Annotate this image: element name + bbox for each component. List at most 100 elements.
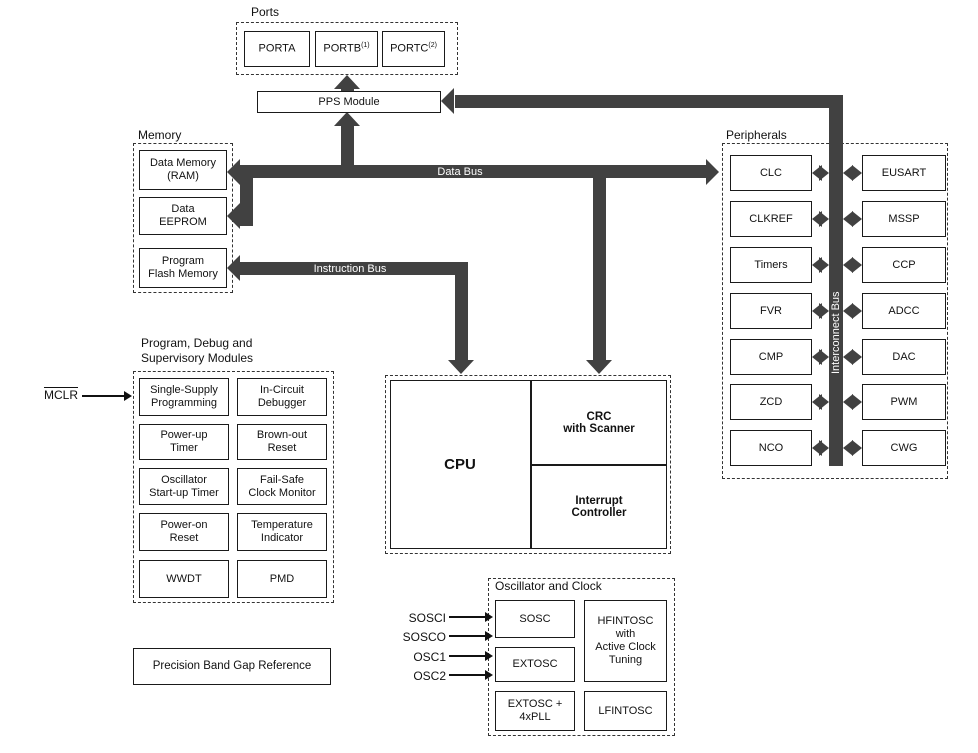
- interconnect-arrow-icon: [843, 257, 862, 273]
- mclr-label: MCLR: [43, 388, 78, 402]
- ram-arrow-icon: [227, 159, 240, 185]
- interrupt-controller-label: Interrupt Controller: [571, 495, 627, 519]
- block-portc: PORTC(2): [382, 31, 445, 67]
- portb-label: PORTB(1): [323, 42, 370, 55]
- data-bus-line: [240, 165, 706, 178]
- interconnect-arrow-icon: [843, 440, 862, 456]
- top-bus-line: [455, 95, 843, 108]
- sosci-arrow-icon: [485, 612, 493, 622]
- interconnect-arrow-icon: [812, 394, 829, 410]
- interconnect-arrow-icon: [812, 303, 829, 319]
- block-power-up-timer: Power-up Timer: [139, 424, 229, 460]
- data-bus-arrow-right-icon: [706, 159, 719, 185]
- block-cwg: CWG: [862, 430, 946, 466]
- oscillator-group-label: Oscillator and Clock: [493, 579, 604, 594]
- eeprom-arrow-icon: [227, 203, 240, 229]
- porta-label: PORTA: [258, 42, 296, 55]
- block-sosc: SOSC: [495, 600, 575, 638]
- interconnect-bus-label: Interconnect Bus: [830, 291, 842, 374]
- pps-arrow-up-icon: [334, 112, 360, 126]
- interconnect-arrow-icon: [812, 165, 829, 181]
- block-porta: PORTA: [244, 31, 310, 67]
- interconnect-arrow-icon: [812, 440, 829, 456]
- block-clkref: CLKREF: [730, 201, 812, 237]
- interconnect-arrow-icon: [812, 349, 829, 365]
- debug-group-label: Program, Debug and Supervisory Modules: [139, 336, 256, 366]
- block-oscillator-start-up-timer: Oscillator Start-up Timer: [139, 468, 229, 505]
- block-dac: DAC: [862, 339, 946, 375]
- data-bus-label: Data Bus: [437, 165, 483, 178]
- memory-group-label: Memory: [136, 128, 184, 143]
- interconnect-bus-line: [829, 95, 843, 466]
- block-mssp: MSSP: [862, 201, 946, 237]
- osc1-label: OSC1: [413, 650, 446, 664]
- osc2-label: OSC2: [413, 669, 446, 683]
- osc1-arrow-icon: [485, 651, 493, 661]
- sosci-line: [449, 616, 485, 618]
- osc2-arrow-icon: [485, 670, 493, 680]
- block-fail-safe-clock-monitor: Fail-Safe Clock Monitor: [237, 468, 327, 505]
- osc2-line: [449, 674, 485, 676]
- pps-branch-line: [341, 126, 354, 165]
- instruction-bus-label: Instruction Bus: [313, 262, 387, 275]
- block-adcc: ADCC: [862, 293, 946, 329]
- block-data-eeprom: Data EEPROM: [139, 197, 227, 235]
- interconnect-arrow-icon: [843, 211, 862, 227]
- interconnect-arrow-icon: [843, 394, 862, 410]
- ports-group: [236, 22, 458, 75]
- crc-scanner-label: CRC with Scanner: [563, 410, 635, 435]
- mclr-arrow-icon: [124, 391, 132, 401]
- flash-arrow-icon: [227, 255, 240, 281]
- block-portb: PORTB(1): [315, 31, 378, 67]
- crc-branch-line: [593, 178, 606, 360]
- block-band-gap-reference: Precision Band Gap Reference: [133, 648, 331, 685]
- crc-arrow-down-icon: [586, 360, 612, 374]
- sosco-arrow-icon: [485, 631, 493, 641]
- portc-label: PORTC(2): [390, 42, 437, 55]
- block-timers: Timers: [730, 247, 812, 283]
- block-pmd: PMD: [237, 560, 327, 598]
- cpu-group: [385, 375, 671, 554]
- block-pps-module: PPS Module: [257, 91, 441, 113]
- peripherals-group-label: Peripherals: [724, 128, 789, 143]
- block-data-memory-ram: Data Memory (RAM): [139, 150, 227, 190]
- mclr-line: [82, 395, 124, 397]
- memory-branch-line: [240, 165, 253, 226]
- cpu-horizontal-divider: [530, 464, 667, 466]
- block-single-supply-programming: Single-Supply Programming: [139, 378, 229, 416]
- sosco-label: SOSCO: [402, 630, 446, 644]
- block-program-flash: Program Flash Memory: [139, 248, 227, 288]
- block-hfintosc: HFINTOSC with Active Clock Tuning: [584, 600, 667, 682]
- block-pwm: PWM: [862, 384, 946, 420]
- interconnect-arrow-icon: [843, 349, 862, 365]
- sosci-label: SOSCI: [408, 611, 446, 625]
- debug-group: [133, 371, 334, 603]
- cpu-arrow-down-icon: [448, 360, 474, 374]
- interconnect-arrow-icon: [812, 211, 829, 227]
- block-wwdt: WWDT: [139, 560, 229, 598]
- block-nco: NCO: [730, 430, 812, 466]
- ports-arrow-up-icon: [334, 75, 360, 89]
- instruction-bus-line: [240, 262, 468, 275]
- ports-group-label: Ports: [249, 5, 282, 20]
- block-brown-out-reset: Brown-out Reset: [237, 424, 327, 460]
- block-in-circuit-debugger: In-Circuit Debugger: [237, 378, 327, 416]
- cpu-label: CPU: [444, 456, 476, 473]
- sosco-line: [449, 635, 485, 637]
- interconnect-arrow-icon: [843, 165, 862, 181]
- block-fvr: FVR: [730, 293, 812, 329]
- block-zcd: ZCD: [730, 384, 812, 420]
- instruction-bus-drop: [455, 262, 468, 360]
- interconnect-arrow-icon: [812, 257, 829, 273]
- block-temperature-indicator: Temperature Indicator: [237, 513, 327, 551]
- block-power-on-reset: Power-on Reset: [139, 513, 229, 551]
- block-extosc-4xpll: EXTOSC + 4xPLL: [495, 691, 575, 731]
- pps-arrow-left-icon: [441, 88, 454, 114]
- block-ccp: CCP: [862, 247, 946, 283]
- interconnect-arrow-icon: [843, 303, 862, 319]
- block-lfintosc: LFINTOSC: [584, 691, 667, 731]
- block-extosc: EXTOSC: [495, 647, 575, 682]
- block-cmp: CMP: [730, 339, 812, 375]
- block-clc: CLC: [730, 155, 812, 191]
